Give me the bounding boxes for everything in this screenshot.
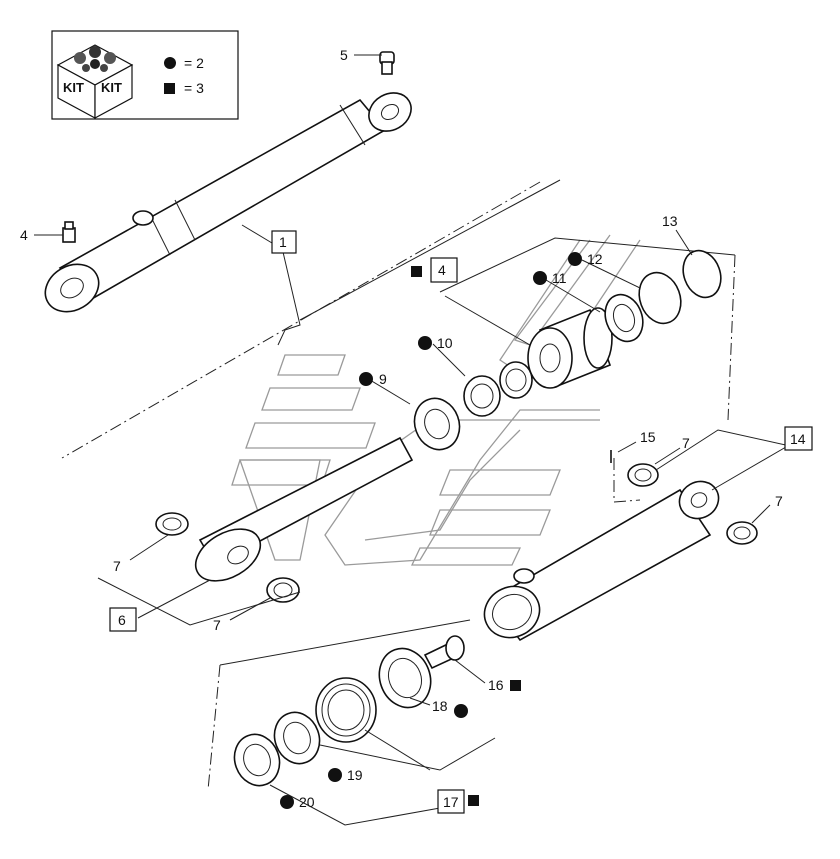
callout-14: 14 xyxy=(790,431,806,447)
callout-15: 15 xyxy=(640,429,656,445)
callout-18: 18 xyxy=(432,698,448,714)
callout-box-14 xyxy=(784,426,813,451)
legend-dot-icon xyxy=(164,57,176,69)
piston-4 xyxy=(527,307,613,389)
callouts: 1 4 5 4 12 11 13 10 9 15 7 14 7 7 6 7 16… xyxy=(20,47,813,814)
callout-box-6 xyxy=(109,607,137,632)
callout-7-right: 7 xyxy=(775,493,783,509)
grease-fitting-4 xyxy=(62,221,76,243)
callout-10: 10 xyxy=(437,335,453,351)
cylinder-assembly xyxy=(44,92,412,313)
callout-box-4 xyxy=(430,257,458,283)
o-ring-12 xyxy=(638,271,682,325)
callout-20: 20 xyxy=(299,794,315,810)
ring-10b xyxy=(499,361,533,399)
callout-13: 13 xyxy=(662,213,678,229)
piston-17 xyxy=(315,677,377,743)
callout-box-1 xyxy=(271,230,297,254)
dot-icon-10 xyxy=(418,336,432,350)
kit-label-right: KIT xyxy=(101,80,122,95)
legend-square-text: = 3 xyxy=(184,80,204,96)
bushing-7b xyxy=(266,577,300,603)
seal-11 xyxy=(604,293,644,343)
callout-7-top: 7 xyxy=(682,435,690,451)
callout-16-square-icon xyxy=(510,680,521,691)
dot-icon-19 xyxy=(328,768,342,782)
callout-5: 5 xyxy=(340,47,348,63)
legend-dot-text: = 2 xyxy=(184,55,204,71)
bushing-10 xyxy=(463,375,501,417)
watermark-logo xyxy=(231,234,641,566)
callout-11: 11 xyxy=(552,270,567,286)
callout-7-left: 7 xyxy=(113,558,121,574)
bushing-7d xyxy=(726,521,758,545)
snap-ring-13 xyxy=(682,249,722,299)
cylinder-barrel xyxy=(483,480,720,642)
callout-4-square-icon xyxy=(411,266,422,277)
legend-square-icon xyxy=(164,83,175,94)
bolt-16 xyxy=(423,635,465,670)
kit-label-left: KIT xyxy=(63,80,84,95)
callout-4-piston: 4 xyxy=(438,262,446,278)
dot-icon-11 xyxy=(533,271,547,285)
leader-lines xyxy=(34,54,799,706)
callout-16: 16 xyxy=(488,677,504,693)
dot-icon-18 xyxy=(454,704,468,718)
callout-17: 17 xyxy=(443,794,459,810)
callout-17-square-icon xyxy=(468,795,479,806)
grease-fitting-5 xyxy=(379,51,395,75)
dot-icon-9 xyxy=(359,372,373,386)
callout-1: 1 xyxy=(279,234,287,250)
kit-legend: KIT KIT = 2 = 3 xyxy=(51,30,239,120)
ring-20 xyxy=(233,733,281,787)
callout-box-17 xyxy=(437,789,465,814)
callout-7-bottom: 7 xyxy=(213,617,221,633)
dot-icon-12 xyxy=(568,252,582,266)
dot-icon-20 xyxy=(280,795,294,809)
seal-18 xyxy=(378,647,432,709)
callout-4-fitting: 4 xyxy=(20,227,28,243)
ring-19 xyxy=(273,711,321,765)
callout-9: 9 xyxy=(379,371,387,387)
piston-rod xyxy=(194,436,414,582)
bushing-7a xyxy=(155,512,189,536)
seal-9 xyxy=(413,397,461,451)
callout-6: 6 xyxy=(118,612,126,628)
callout-12: 12 xyxy=(587,251,603,267)
bushing-7c xyxy=(627,463,659,487)
callout-19: 19 xyxy=(347,767,363,783)
